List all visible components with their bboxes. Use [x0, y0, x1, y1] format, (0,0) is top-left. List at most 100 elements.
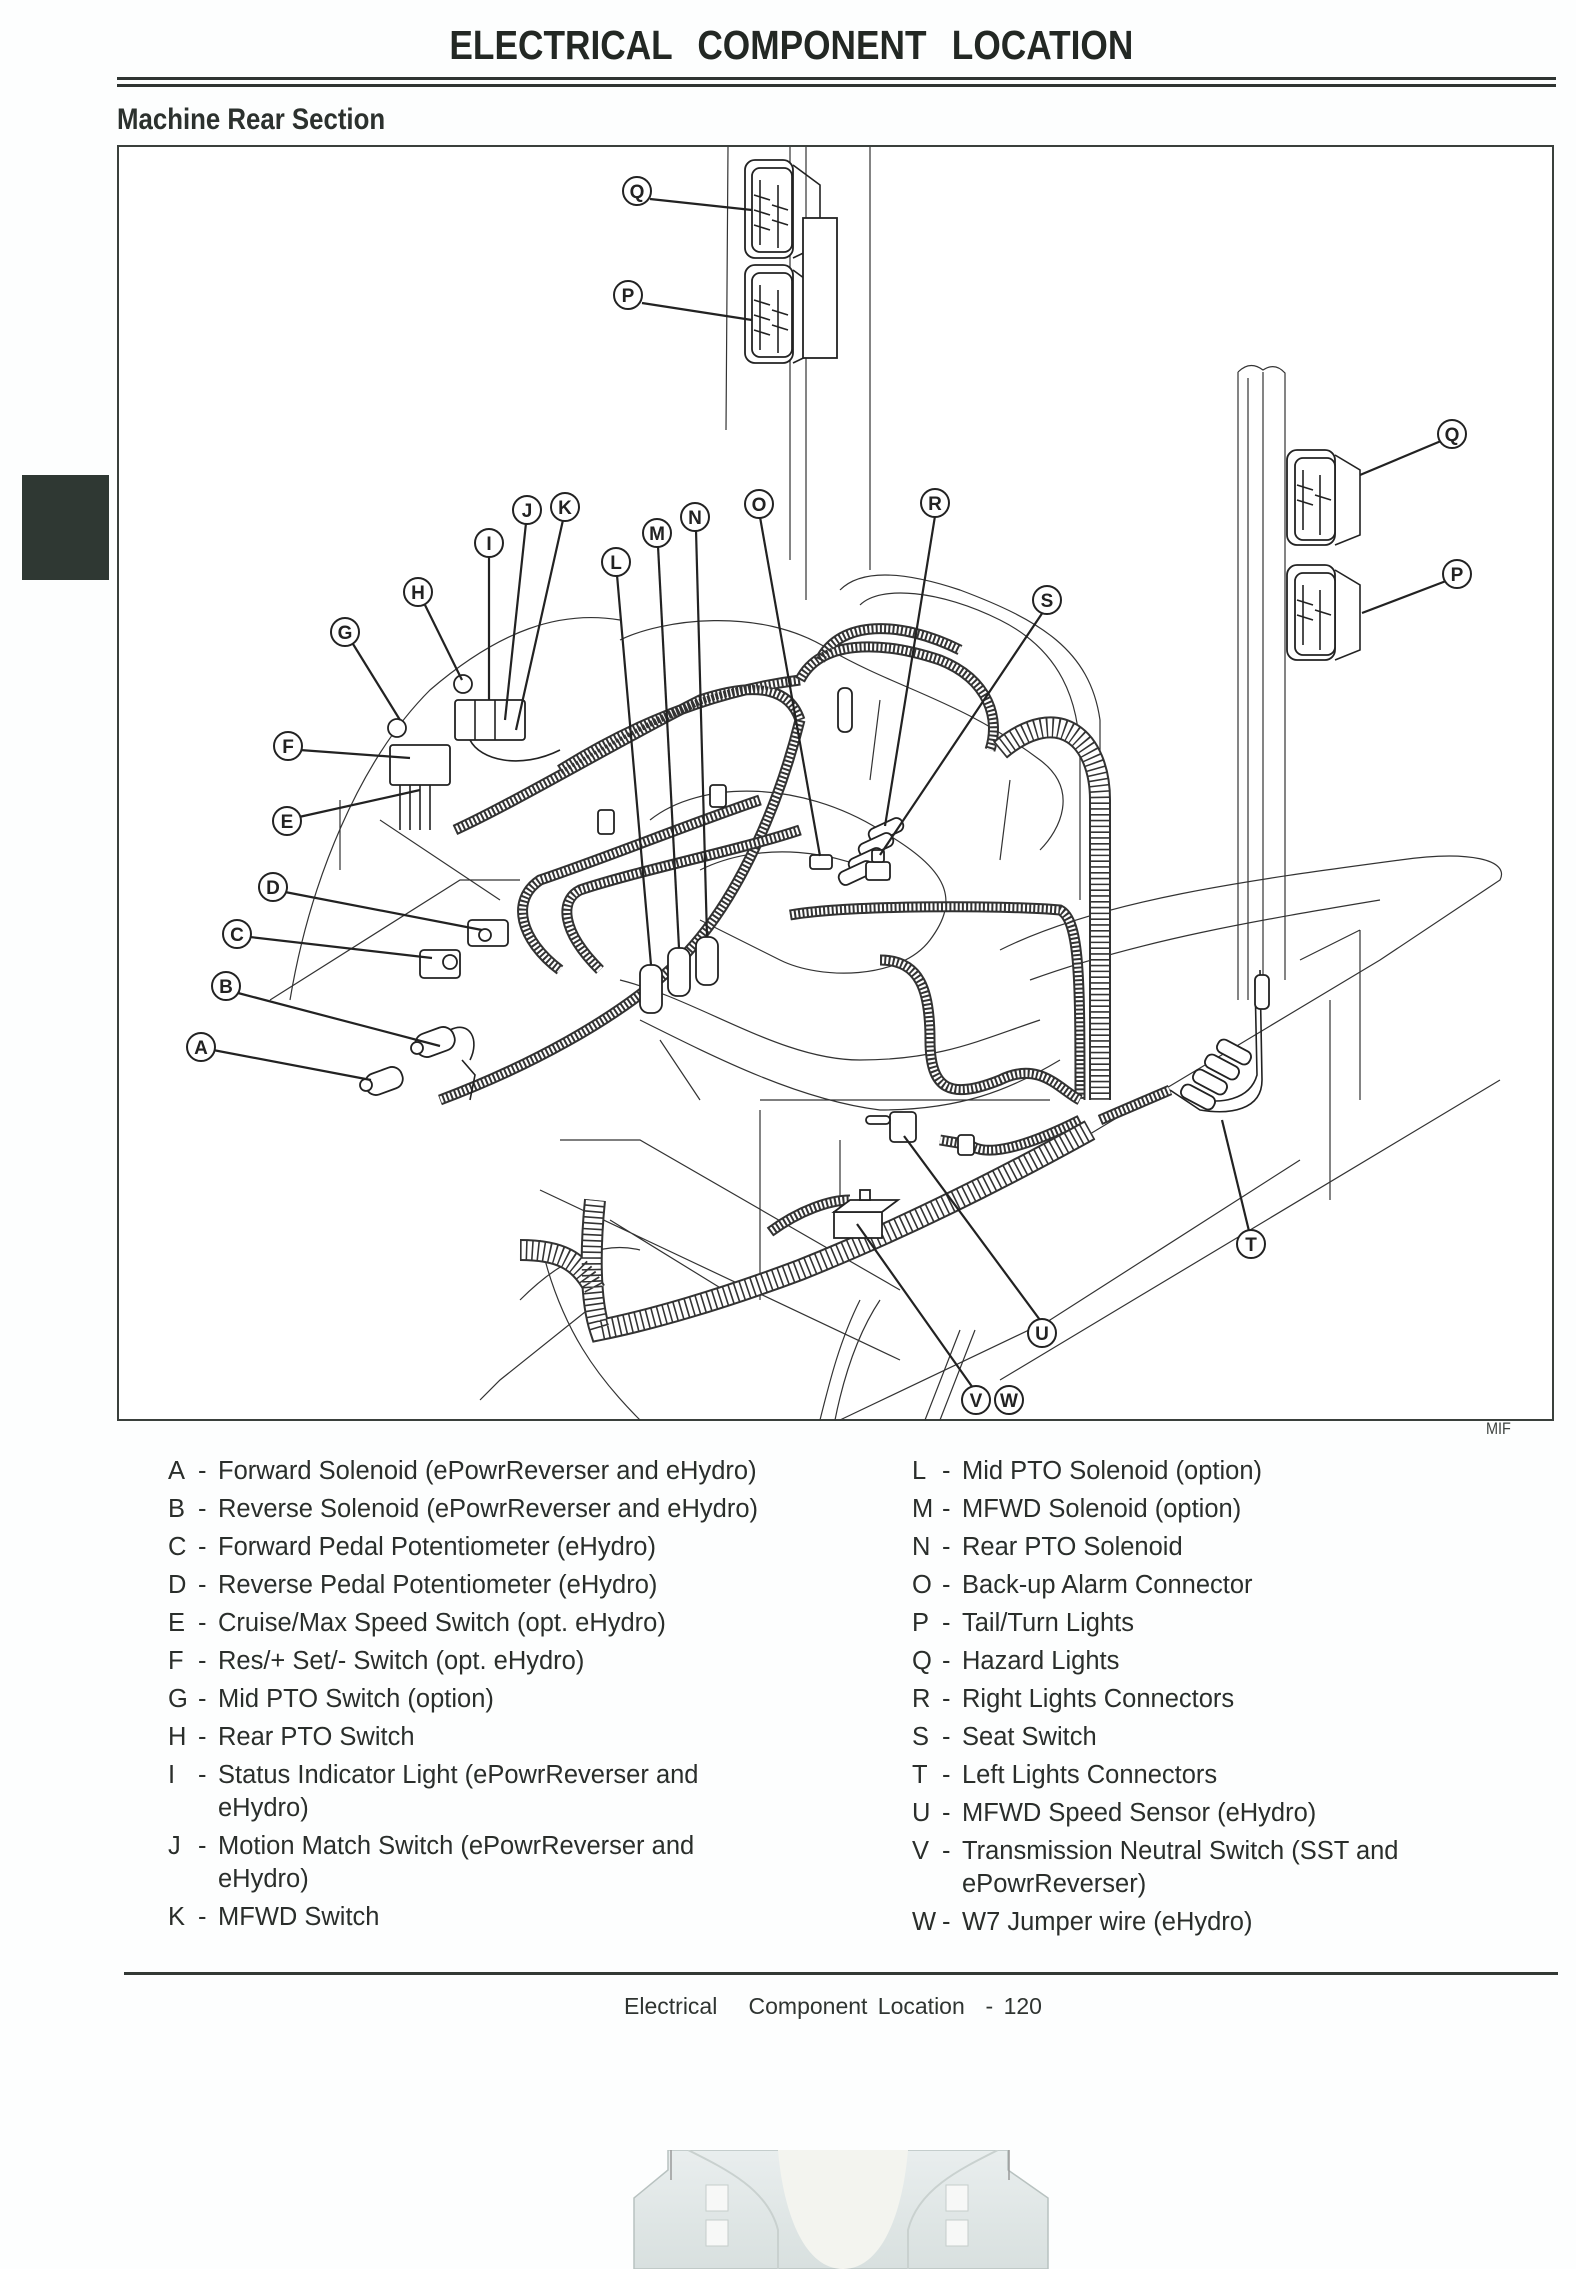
legend-text: Tail/Turn Lights — [962, 1609, 1134, 1637]
legend-letter: K — [168, 1903, 186, 1931]
legend-item: T-Left Lights Connectors — [912, 1759, 1532, 1792]
callout-p-left: P — [613, 280, 643, 310]
callout-v: V — [961, 1385, 991, 1415]
callout-w: W — [994, 1385, 1024, 1415]
legend-dash: - — [198, 1723, 207, 1751]
legend-letter: S — [912, 1723, 930, 1751]
callout-n: N — [680, 502, 710, 532]
svg-text:I: I — [486, 534, 491, 555]
svg-text:V: V — [970, 1391, 983, 1412]
svg-text:G: G — [338, 623, 353, 644]
svg-text:Q: Q — [1445, 425, 1460, 446]
legend-text: MFWD Switch — [218, 1903, 380, 1931]
callout-p-right: P — [1442, 559, 1472, 589]
right-lights-connectors — [837, 687, 905, 886]
svg-text:P: P — [622, 286, 635, 307]
components — [359, 159, 1361, 1239]
page-title: ELECTRICAL COMPONENT LOCATION — [449, 22, 1134, 68]
figure-code: MIF — [1486, 1419, 1511, 1438]
legend-item: R-Right Lights Connectors — [912, 1683, 1532, 1716]
inline-connector — [709, 784, 727, 808]
callout-u: U — [1027, 1318, 1057, 1348]
callout-c: C — [222, 919, 252, 949]
direction-solenoids — [359, 1026, 476, 1101]
legend-text: MFWD Solenoid (option) — [962, 1495, 1242, 1523]
legend-left-column: A-Forward Solenoid (ePowrReverser and eH… — [168, 1455, 848, 1939]
legend-dash: - — [198, 1495, 207, 1523]
callout-h: H — [403, 577, 433, 607]
legend-text: Right Lights Connectors — [962, 1685, 1235, 1713]
callout-i: I — [474, 528, 504, 558]
inline-connector — [597, 809, 615, 835]
hazard-light-right — [1286, 449, 1361, 546]
legend-item: K-MFWD Switch — [168, 1901, 848, 1934]
legend-letter: J — [168, 1832, 181, 1860]
legend-text: Rear PTO Solenoid — [962, 1533, 1183, 1561]
legend-dash: - — [198, 1832, 207, 1860]
page-footer: Electrical Component Location - 120 — [624, 1993, 1042, 2019]
callout-o: O — [744, 489, 774, 519]
backup-alarm-connector — [809, 854, 833, 870]
legend-dash: - — [198, 1533, 207, 1561]
section-title: Machine Rear Section — [117, 103, 386, 136]
svg-text:E: E — [281, 812, 294, 833]
legend-letter: E — [168, 1609, 186, 1637]
legend-item: W-W7 Jumper wire (eHydro) — [912, 1906, 1532, 1939]
svg-text:C: C — [230, 925, 244, 946]
svg-text:P: P — [1451, 565, 1464, 586]
switch-panel-left — [387, 718, 451, 830]
legend-text: Forward Pedal Potentiometer (eHydro) — [218, 1533, 656, 1561]
callout-l: L — [601, 547, 631, 577]
legend-letter: B — [168, 1495, 186, 1523]
legend-dash: - — [942, 1685, 951, 1713]
callout-j: J — [512, 495, 542, 525]
svg-text:J: J — [522, 501, 533, 522]
legend-dash: - — [942, 1533, 951, 1561]
legend-text: Rear PTO Switch — [218, 1723, 415, 1751]
callout-m: M — [642, 518, 672, 548]
legend-text: Seat Switch — [962, 1723, 1097, 1751]
legend-item: V-Transmission Neutral Switch (SST and e… — [912, 1835, 1472, 1901]
legend-dash: - — [198, 1903, 207, 1931]
legend-dash: - — [942, 1837, 951, 1865]
legend-dash: - — [942, 1908, 951, 1936]
svg-text:H: H — [411, 583, 425, 604]
legend-letter: N — [912, 1533, 931, 1561]
callout-d: D — [258, 872, 288, 902]
legend-item: B-Reverse Solenoid (ePowrReverser and eH… — [168, 1493, 848, 1526]
pedal-potentiometers — [419, 919, 509, 979]
callout-s: S — [1032, 585, 1062, 615]
legend-right-column: L-Mid PTO Solenoid (option) M-MFWD Solen… — [912, 1455, 1532, 1944]
diagram-illustration: Q P Q P G H I J K L M N O R S F E D C B … — [186, 146, 1503, 1421]
legend-letter: A — [168, 1457, 186, 1485]
legend-item: Q-Hazard Lights — [912, 1645, 1532, 1678]
legend-item: S-Seat Switch — [912, 1721, 1532, 1754]
callout-t: T — [1236, 1229, 1266, 1259]
svg-text:W: W — [1000, 1391, 1018, 1412]
legend-item: P-Tail/Turn Lights — [912, 1607, 1532, 1640]
legend-item: F-Res/+ Set/- Switch (opt. eHydro) — [168, 1645, 848, 1678]
legend-dash: - — [942, 1761, 951, 1789]
header-rule-bottom — [117, 84, 1556, 87]
legend-text: Forward Solenoid (ePowrReverser and eHyd… — [218, 1457, 757, 1485]
legend-text: Left Lights Connectors — [962, 1761, 1218, 1789]
tail-turn-light-left — [744, 217, 838, 364]
callout-q-right: Q — [1437, 419, 1467, 449]
legend-dash: - — [942, 1609, 951, 1637]
legend-letter: P — [912, 1609, 930, 1637]
tractor-body-outline — [269, 146, 1503, 1421]
svg-text:Q: Q — [630, 182, 645, 203]
seat-switch — [865, 849, 891, 881]
callout-leaders — [212, 197, 1447, 1389]
legend-item: H-Rear PTO Switch — [168, 1721, 848, 1754]
legend-item: D-Reverse Pedal Potentiometer (eHydro) — [168, 1569, 848, 1602]
legend-dash: - — [942, 1571, 951, 1599]
legend-text: Back-up Alarm Connector — [962, 1571, 1253, 1599]
svg-text:A: A — [194, 1038, 208, 1059]
legend-letter: D — [168, 1571, 187, 1599]
legend-dash: - — [198, 1609, 207, 1637]
switch-panel-center — [453, 674, 561, 762]
legend-item: J-Motion Match Switch (ePowrReverser and… — [168, 1830, 728, 1896]
legend-letter: M — [912, 1495, 934, 1523]
legend-item: E-Cruise/Max Speed Switch (opt. eHydro) — [168, 1607, 848, 1640]
